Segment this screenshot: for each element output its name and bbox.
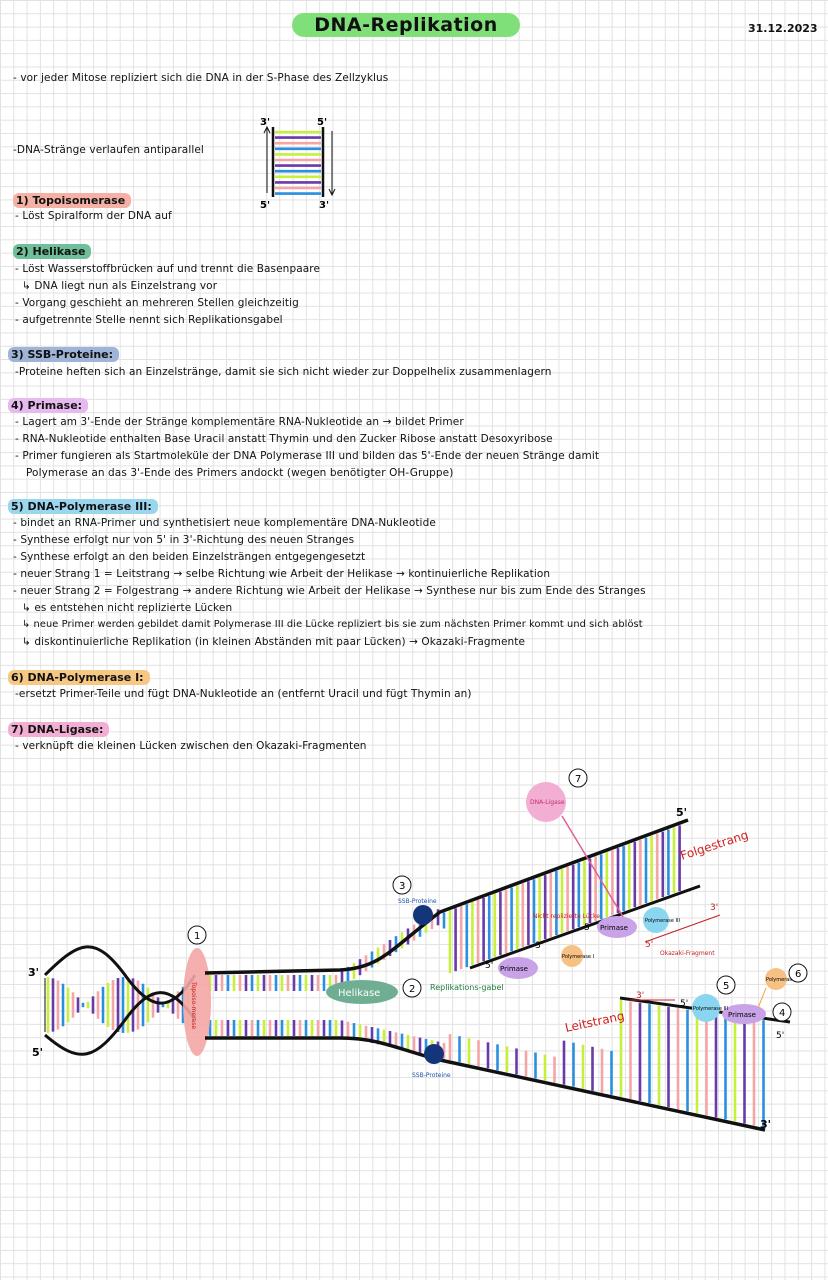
svg-text:2: 2 bbox=[409, 984, 415, 995]
label-3-bottom: 3' bbox=[760, 1118, 771, 1131]
primase-line-1: - Lagert am 3'-Ende der Stränge kompleme… bbox=[15, 416, 464, 428]
ssb-protein-top bbox=[413, 905, 433, 925]
primase-lag-1-label: Primase bbox=[500, 965, 528, 973]
polymerase1-lag bbox=[561, 945, 583, 967]
ligase-line-1: - verknüpft die kleinen Lücken zwischen … bbox=[15, 740, 367, 752]
step-number-4: 4 bbox=[772, 1002, 792, 1022]
svg-text:3: 3 bbox=[399, 881, 405, 892]
helikase-line-2: ↳ DNA liegt nun als Einzelstrang vor bbox=[22, 280, 218, 292]
heading-polymerase1: 6) DNA-Polymerase I: bbox=[8, 670, 150, 685]
polymerase3-lead-label: Polymerase III bbox=[693, 1006, 728, 1012]
primase-lead-label: Primase bbox=[728, 1011, 756, 1019]
svg-text:4: 4 bbox=[779, 1008, 785, 1019]
date: 31.12.2023 bbox=[748, 22, 818, 35]
polymerase3-lag-label: Polymerase III bbox=[645, 918, 680, 924]
label-3-left: 3' bbox=[28, 966, 39, 979]
step-number-2: 2 bbox=[402, 978, 422, 998]
replikationsgabel-label: Replikations-gabel bbox=[430, 983, 504, 992]
mini-label-3: 3' bbox=[260, 117, 270, 128]
label-5-bottom-right: 5' bbox=[776, 1031, 784, 1041]
helikase-line-4: - aufgetrennte Stelle nennt sich Replika… bbox=[15, 314, 283, 326]
heading-ssb: 3) SSB-Proteine: bbox=[8, 347, 120, 362]
primase-lead bbox=[722, 1004, 766, 1024]
pol3-line-2: - Synthese erfolgt nur von 5' in 3'-Rich… bbox=[13, 534, 355, 546]
polymerase3-lead bbox=[692, 994, 720, 1022]
ssb-protein-bottom bbox=[424, 1044, 444, 1064]
pol3-line-7: ↳ neue Primer werden gebildet damit Poly… bbox=[22, 619, 643, 630]
antiparallel-text: -DNA-Stränge verlaufen antiparallel bbox=[13, 144, 204, 156]
mini-label-5b: 5' bbox=[260, 200, 270, 210]
step-number-7: 7 bbox=[568, 768, 588, 788]
helikase-line-3: - Vorgang geschieht an mehreren Stellen … bbox=[15, 297, 299, 309]
label-3b: 3' bbox=[535, 941, 543, 951]
label-5c: 5' bbox=[485, 961, 493, 971]
step-number-1: 1 bbox=[187, 925, 207, 945]
primase-lag-2-label: Primase bbox=[600, 924, 628, 932]
step-number-6: 6 bbox=[788, 963, 808, 983]
svg-text:5: 5 bbox=[723, 981, 729, 992]
label-3c: 3' bbox=[636, 991, 644, 1001]
primase-line-2: - RNA-Nukleotide enthalten Base Uracil a… bbox=[15, 433, 553, 445]
leitstrang-label: Leitstrang bbox=[564, 1009, 626, 1035]
polymerase3-lag bbox=[643, 907, 669, 933]
label-5-left: 5' bbox=[32, 1046, 43, 1059]
antiparallel-diagram: 3' 5' 5' 3' bbox=[260, 117, 336, 210]
replication-fork-diagram: Topoiso-merase SSB-Proteine SSB-Proteine… bbox=[28, 768, 808, 1132]
folgestrang-label: Folgestrang bbox=[679, 828, 750, 863]
pol3-line-5: - neuer Strang 2 = Folgestrang → andere … bbox=[13, 585, 646, 597]
ligase-label: DNA-Ligase bbox=[530, 799, 565, 806]
polymerase1-lead bbox=[765, 968, 787, 990]
helikase-line-1: - Löst Wasserstoffbrücken auf und trennt… bbox=[15, 263, 321, 275]
label-5d: 5' bbox=[680, 999, 688, 1009]
svg-text:6: 6 bbox=[795, 969, 801, 980]
step-number-5: 5 bbox=[716, 975, 736, 995]
primase-lag-2 bbox=[597, 916, 637, 938]
heading-polymerase3: 5) DNA-Polymerase III: bbox=[8, 499, 158, 514]
helikase-label: Helikase bbox=[338, 988, 380, 999]
pol3-line-1: - bindet an RNA-Primer und synthetisiert… bbox=[13, 517, 436, 529]
polymerase1-lag-label: Polymerase I bbox=[562, 954, 594, 960]
ssb-line-1: -Proteine heften sich an Einzelstränge, … bbox=[15, 366, 552, 378]
svg-text:7: 7 bbox=[575, 774, 581, 785]
topoisomerase-shape bbox=[183, 948, 211, 1056]
primase-line-3: - Primer fungieren als Startmoleküle der… bbox=[15, 450, 600, 462]
ssb-label-top: SSB-Proteine bbox=[398, 898, 437, 905]
pol3-line-3: - Synthese erfolgt an den beiden Einzels… bbox=[13, 551, 366, 563]
pol1-line-1: -ersetzt Primer-Teile und fügt DNA-Nukle… bbox=[15, 688, 472, 700]
polymerase1-lead-label: Polymerase I bbox=[766, 977, 798, 983]
okazaki-label: Okazaki-Fragment bbox=[660, 950, 715, 957]
mini-label-3b: 3' bbox=[319, 200, 329, 210]
primase-line-4: Polymerase an das 3'-Ende des Primers an… bbox=[26, 467, 454, 479]
primase-lag-1 bbox=[498, 957, 538, 979]
pol3-line-8: ↳ diskontinuierliche Replikation (in kle… bbox=[22, 636, 526, 648]
helikase-shape bbox=[326, 980, 398, 1004]
nicht-replizierte-label: Nicht replizierte Lücke bbox=[533, 913, 600, 920]
page-title: DNA-Replikation bbox=[292, 13, 520, 37]
topo-line-1: - Löst Spiralform der DNA auf bbox=[15, 210, 172, 222]
ligase-shape bbox=[526, 782, 566, 822]
label-5a: 5' bbox=[645, 940, 653, 950]
svg-text:1: 1 bbox=[194, 931, 200, 942]
label-5-top: 5' bbox=[676, 806, 687, 819]
label-3a: 3' bbox=[710, 903, 718, 913]
topoisomerase-label: Topoiso-merase bbox=[190, 981, 197, 1029]
ssb-label-bottom: SSB-Proteine bbox=[412, 1072, 451, 1079]
heading-topoisomerase: 1) Topoisomerase bbox=[13, 193, 132, 208]
intro-text: - vor jeder Mitose repliziert sich die D… bbox=[13, 72, 389, 84]
pol3-line-4: - neuer Strang 1 = Leitstrang → selbe Ri… bbox=[13, 568, 551, 580]
heading-ligase: 7) DNA-Ligase: bbox=[8, 722, 110, 737]
heading-helikase: 2) Helikase bbox=[13, 244, 92, 259]
label-5b: 5' bbox=[584, 923, 592, 933]
pol3-line-6: ↳ es entstehen nicht replizierte Lücken bbox=[22, 602, 233, 614]
mini-label-5: 5' bbox=[317, 117, 327, 128]
step-number-3: 3 bbox=[392, 875, 412, 895]
heading-primase: 4) Primase: bbox=[8, 398, 89, 413]
